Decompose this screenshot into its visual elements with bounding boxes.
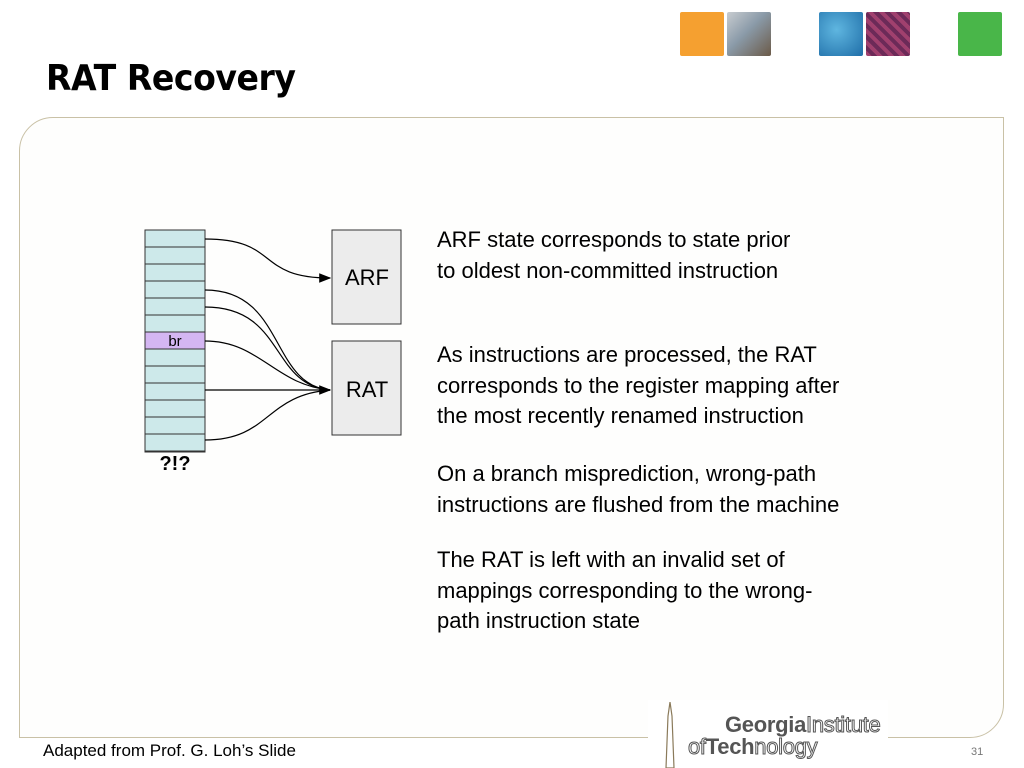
rat-box [331, 340, 402, 436]
campus-photo-tile [727, 12, 771, 56]
curve-rob-to-rat-3 [204, 340, 331, 391]
rat-label: RAT [346, 377, 388, 402]
rob-entry [144, 263, 206, 282]
arf-box [331, 229, 402, 325]
rob-entry [144, 297, 206, 316]
bullet-rat-mapping: As instructions are processed, the RAT c… [437, 342, 840, 428]
orange-tile [680, 12, 724, 56]
page-number: 31 [971, 746, 984, 758]
curve-rob-to-rat-2 [204, 306, 331, 391]
rob-entry [144, 416, 206, 435]
header-decorative-tiles [0, 12, 1024, 58]
logo-line-2: ofTechnology [688, 734, 819, 759]
rob-entry [144, 450, 206, 453]
circuit-photo-tile [866, 12, 910, 56]
bullet-branch-mispredict: On a branch misprediction, wrong-path in… [437, 461, 840, 517]
footer-credit: Adapted from Prof. G. Loh’s Slide [43, 741, 296, 760]
bullet-invalid-rat: The RAT is left with an invalid set of m… [437, 547, 813, 633]
rob-entry [144, 348, 206, 367]
curve-rob-to-rat-1 [204, 289, 331, 391]
georgia-tech-logo: GeorgiaInstitute ofTechnology [648, 700, 888, 768]
reorder-buffer [144, 229, 206, 453]
slide-title: RAT Recovery [46, 58, 296, 99]
bullet-arf-state: ARF state corresponds to state prior to … [437, 227, 791, 283]
rob-entry [144, 314, 206, 333]
rob-entry [144, 365, 206, 384]
rob-entry [144, 399, 206, 418]
rob-entry [144, 280, 206, 299]
arrow-to-arf [204, 238, 332, 283]
arf-label: ARF [345, 265, 389, 290]
branch-label: br [168, 333, 181, 350]
rob-bottom-label: ?!? [159, 453, 190, 475]
rob-entry [144, 382, 206, 401]
rob-entry [144, 229, 206, 248]
curve-rob-to-rat-4 [204, 389, 331, 441]
logo-line-1: GeorgiaInstitute [725, 712, 881, 737]
rob-entry [144, 246, 206, 265]
blue-tile [819, 12, 863, 56]
tower-icon [665, 702, 675, 768]
rob-entry [144, 433, 206, 452]
green-tile [958, 12, 1002, 56]
